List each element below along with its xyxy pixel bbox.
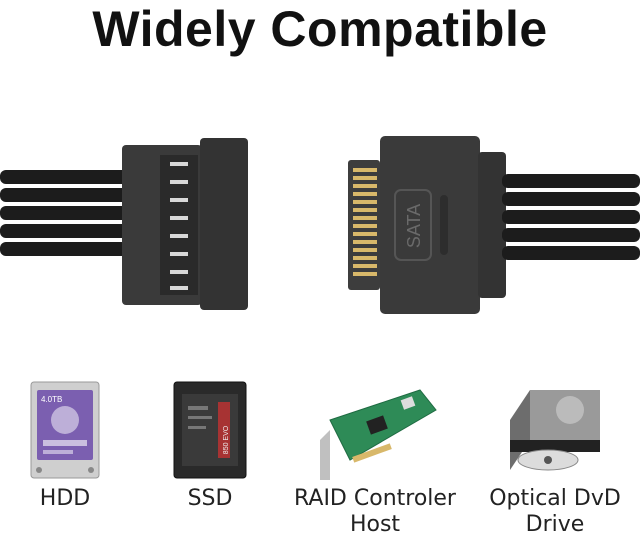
device-hdd: 4.0TB HDD [20, 380, 110, 512]
optical-drive-icon [510, 390, 600, 471]
ssd-model: 850 EVO [223, 425, 230, 454]
ssd-icon: 850 EVO [173, 381, 247, 479]
device-label-raid: RAID Controler Host [294, 486, 456, 537]
sata-cable-illustration: SATA [0, 136, 640, 314]
device-list: 4.0TB HDD 850 EVO SSD RAID Contr [0, 380, 640, 552]
device-optical: Optical DvD Drive [480, 380, 630, 538]
male-sata-connector: SATA [348, 136, 506, 314]
sata-mark: SATA [404, 204, 424, 248]
right-cable-bundle [502, 174, 640, 260]
device-raid: RAID Controler Host [290, 380, 460, 538]
page-title: Widely Compatible [92, 1, 548, 57]
device-label-ssd: SSD [187, 486, 233, 511]
device-label-optical: Optical DvD Drive [489, 486, 621, 537]
device-label-hdd: HDD [39, 486, 91, 511]
raid-card-icon [320, 389, 437, 480]
device-ssd: 850 EVO SSD [160, 380, 260, 512]
female-sata-connector [122, 138, 248, 310]
hdd-icon: 4.0TB [30, 381, 100, 479]
hdd-capacity: 4.0TB [41, 395, 62, 404]
left-cable-bundle [0, 170, 130, 256]
